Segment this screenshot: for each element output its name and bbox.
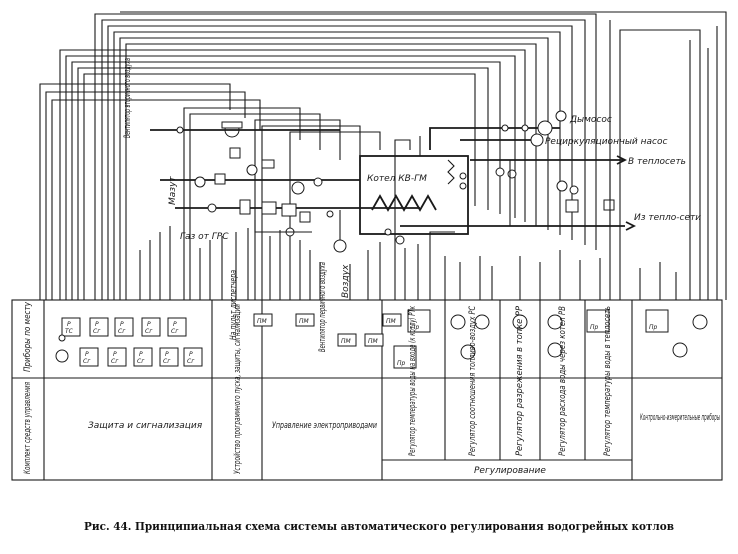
svg-text:ПМ: ПМ (368, 338, 379, 345)
instrument-gauge-2 (672, 342, 688, 358)
ratio-instrument-3 (460, 344, 476, 360)
pm-actuator-4: ПМ (364, 333, 384, 347)
svg-text:ПМ: ПМ (341, 338, 352, 345)
regulation-label: Регулирование (474, 466, 546, 476)
pressure-switch-2: PСг (89, 317, 109, 337)
ratio-regulator-label: Регулятор соотношения топливо-воздух РС (468, 305, 478, 456)
pressure-switch-7: PСг (107, 347, 127, 367)
flow-instrument-1 (547, 314, 563, 330)
panel-devices: PТС PСг PСг PСг PСг PСг PСг PСг PСг PСг … (55, 309, 708, 369)
outlet-temp-regulator-label: Регулятор температуры воды в теплосеть (603, 306, 613, 456)
panel-labels: Приборы по месту Комплект средств управл… (23, 301, 720, 476)
pressure-switch-6: PСг (79, 347, 99, 367)
figure-caption: Рис. 44. Принципиальная схема системы ав… (84, 519, 674, 533)
pressure-switch-4: PСг (141, 317, 161, 337)
svg-text:P: P (139, 351, 143, 358)
pm-actuator-1: ПМ (253, 313, 273, 327)
flow-regulator-label: Регулятор расхода воды через котел РВ (558, 306, 568, 456)
pressure-switch-10: PСг (183, 347, 203, 367)
svg-text:P: P (95, 321, 99, 328)
svg-text:P: P (120, 321, 124, 328)
svg-text:ПМ: ПМ (386, 318, 397, 325)
svg-text:Сг: Сг (137, 358, 145, 365)
air-label: Воздух (341, 264, 351, 298)
process-equipment (150, 110, 637, 253)
panel-feed-lines (139, 226, 677, 300)
temp-regulator-label: Регулятор температуры воды на входе (к к… (408, 306, 418, 456)
gas-from-grs-label: Газ от ГРС (180, 232, 229, 242)
pressure-switch-1: PТС (61, 317, 81, 337)
process-labels: Вентилятор вторичного воздуха Мазут Газ … (123, 58, 701, 352)
flow-instrument-2 (547, 342, 563, 358)
instrument-gauge-1 (692, 314, 708, 330)
dispatcher-panel-label: На пульт диспетчера (229, 270, 239, 340)
svg-text:Сг: Сг (171, 328, 179, 335)
local-devices-label: Приборы по месту (23, 301, 33, 372)
mazut-label: Мазут (168, 176, 178, 205)
drive-control-label: Управление электроприводами (272, 421, 377, 431)
pressure-switch-5: PСг (167, 317, 187, 337)
svg-text:P: P (147, 321, 151, 328)
svg-text:P: P (165, 351, 169, 358)
svg-text:Пр: Пр (590, 324, 599, 331)
svg-text:ТС: ТС (65, 328, 74, 335)
smoke-exhauster-label: Дымосос (569, 115, 612, 125)
to-heat-network-label: В теплосеть (628, 157, 686, 167)
svg-text:Сг: Сг (145, 328, 153, 335)
primary-air-fan-label: Вентилятор первичного воздуха (318, 262, 328, 352)
control-panel (11, 299, 723, 481)
pm-actuator-2: ПМ (295, 313, 315, 327)
protection-label: Защита и сигнализация (88, 421, 203, 431)
outlet-temp-device: Пр (586, 309, 610, 333)
control-kit-label: Комплект средств управления (23, 382, 33, 474)
recirc-pump-label: Рециркуляционный насос (545, 137, 668, 147)
instrument-device-1: Пр (645, 309, 669, 333)
ratio-instrument-1 (450, 314, 466, 330)
pressure-switch-9: PСг (159, 347, 179, 367)
sensor-gauge-2 (58, 334, 66, 342)
pressure-switch-3: PСг (114, 317, 134, 337)
pressure-switch-8: PСг (133, 347, 153, 367)
control-cable-bundle (39, 11, 727, 300)
svg-text:P: P (189, 351, 193, 358)
svg-text:Сг: Сг (111, 358, 119, 365)
boiler-label: Котел КВ-ГМ (367, 174, 427, 184)
svg-text:Пр: Пр (411, 324, 420, 331)
svg-text:P: P (113, 351, 117, 358)
program-device-label: Устройство программного пуска, защиты, с… (233, 304, 243, 474)
vacuum-instrument (512, 314, 528, 330)
fan-secondary-air-label: Вентилятор вторичного воздуха (123, 58, 133, 138)
svg-text:Сг: Сг (93, 328, 101, 335)
instruments-label: Контрольно-измерительные приборы (640, 413, 720, 423)
temp-device-2: Пр (393, 345, 417, 369)
pm-actuator-5: ПМ (382, 313, 402, 327)
svg-text:Пр: Пр (649, 324, 658, 331)
pm-actuator-3: ПМ (337, 333, 357, 347)
temp-device-1: Пр (407, 309, 431, 333)
from-heat-network-label: Из тепло-сети (634, 213, 701, 223)
svg-text:P: P (85, 351, 89, 358)
sensor-gauge-1 (55, 349, 69, 363)
ratio-instrument-2 (474, 314, 490, 330)
svg-text:Сг: Сг (83, 358, 91, 365)
svg-text:Сг: Сг (118, 328, 126, 335)
vacuum-regulator-label: Регулятор разрежения в топке РР (515, 305, 525, 456)
svg-text:ПМ: ПМ (257, 318, 268, 325)
svg-text:Пр: Пр (397, 360, 406, 367)
svg-text:P: P (67, 321, 71, 328)
svg-text:P: P (173, 321, 177, 328)
svg-text:Сг: Сг (187, 358, 195, 365)
svg-text:Сг: Сг (163, 358, 171, 365)
svg-text:ПМ: ПМ (299, 318, 310, 325)
